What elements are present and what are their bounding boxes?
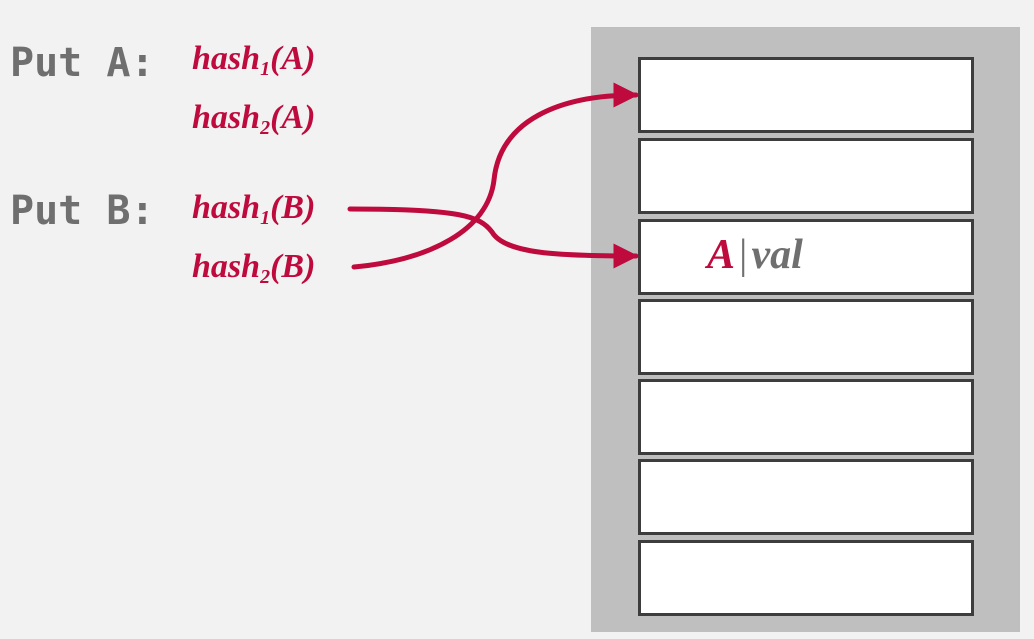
hash-fn: hash [192,248,261,285]
hash-index: 2 [260,117,271,139]
table-slot-0 [638,57,974,133]
arrow-hash1-b-to-slot-2 [347,206,639,269]
table-slot-1 [638,138,974,214]
table-slot-4 [638,379,974,455]
hash-arg: (A) [270,40,316,77]
hash1-b: hash1(B) [192,189,316,229]
table-slot-5 [638,459,974,535]
hash-fn: hash [192,189,261,226]
entry-separator: | [739,232,748,278]
hash-arg: (B) [270,248,316,285]
hash-fn: hash [192,40,261,77]
hash-arg: (A) [270,99,316,136]
entry-value: val [751,232,803,278]
hash1-a: hash1(A) [192,40,316,80]
hash-index: 2 [260,266,271,288]
table-slot-2: A|val [638,219,974,295]
slot-entry: A|val [707,234,803,276]
hash-index: 1 [260,207,271,229]
hash2-b: hash2(B) [192,248,316,288]
put-a-label: Put A: [10,40,155,86]
arrow-hash2-b-to-slot-0 [351,82,639,270]
put-b-label: Put B: [10,188,155,234]
hash-fn: hash [192,99,261,136]
hash2-a: hash2(A) [192,99,316,139]
hash-index: 1 [260,58,271,80]
hash-arg: (B) [270,189,316,226]
table-slot-3 [638,299,974,375]
entry-key: A [707,232,736,278]
table-slot-6 [638,540,974,616]
